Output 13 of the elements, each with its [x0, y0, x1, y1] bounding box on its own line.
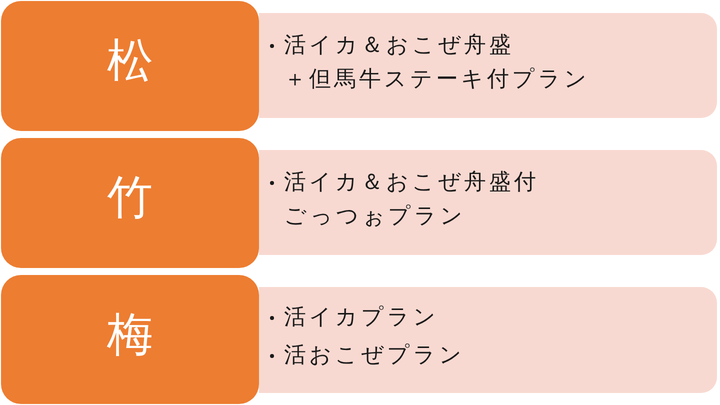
plan-text: 活おこぜプラン: [284, 342, 465, 370]
plan-panel: [259, 13, 717, 118]
tier-label: 松: [107, 37, 153, 83]
plan-panel: [259, 150, 717, 255]
plan-panel: [259, 287, 717, 393]
tier-box: [1, 275, 259, 404]
tier-box: [1, 1, 259, 131]
plan-text: 活イカ＆おこぜ舟盛付ごっつぉプラン: [284, 168, 539, 230]
tier-label: 竹: [107, 174, 153, 220]
tier-box: [1, 138, 259, 268]
plan-text: 活イカ＆おこぜ舟盛＋但馬牛ステーキ付プラン: [284, 32, 590, 94]
plan-text: 活イカプラン: [284, 304, 439, 332]
tier-label: 梅: [107, 310, 153, 356]
